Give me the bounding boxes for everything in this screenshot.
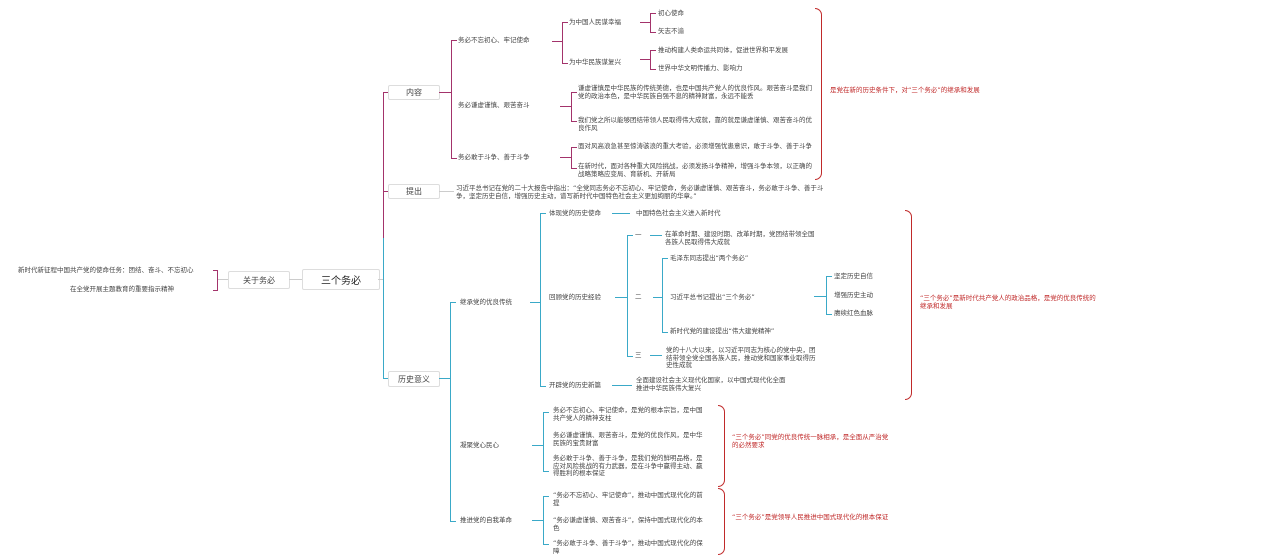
branch-origin[interactable]: 提出	[388, 184, 440, 199]
branch-content[interactable]: 内容	[388, 85, 440, 100]
significance-leaf: “务必谦虚谨慎、艰苦奋斗”，保持中国式现代化的本色	[553, 516, 703, 532]
significance-leaf: “务必敢于斗争、善于斗争”，推动中国式现代化的保障	[553, 539, 703, 555]
history-point: 三	[635, 351, 642, 359]
significance-sub[interactable]: 开辟党的历史新篇	[549, 381, 601, 389]
content-leaf: 面对风高浪急甚至惊涛骇浪的重大考验，必须增强忧患意识，敢于斗争、善于斗争	[578, 142, 812, 150]
branch-significance[interactable]: 历史意义	[388, 371, 440, 387]
left-note: 在全党开展主题教育的重要指示精神	[70, 285, 174, 293]
content-item[interactable]: 务必谦虚谨慎、艰苦奋斗	[458, 101, 530, 109]
significance-leaf: 务必不忘初心、牢记使命，是党的根本宗旨，是中国共产党人的精神支柱	[553, 406, 703, 422]
content-item[interactable]: 务必敢于斗争、善于斗争	[458, 153, 530, 161]
significance-leaf: 务必谦虚谨慎、艰苦奋斗，是党的优良作风，是中华民族的宝贵财富	[553, 431, 703, 447]
annotation-note: “三个务必”是党领导人民推进中国式现代化的根本保证	[732, 513, 889, 521]
content-leaf: 在新时代，面对各种重大风险挑战，必须发扬斗争精神，增强斗争本领，以正确的战略策略…	[578, 162, 812, 178]
significance-leaf: 新时代党的建设提出“伟大建党精神”	[670, 327, 775, 335]
root-node[interactable]: 三个务必	[302, 269, 380, 290]
content-leaf: 初心使命	[658, 9, 684, 17]
content-leaf: 推动构建人类命运共同体，促进世界和平发展	[658, 46, 788, 54]
significance-item[interactable]: 凝聚党心民心	[460, 441, 499, 449]
significance-leaf: “务必不忘初心、牢记使命”，推动中国式现代化的前提	[553, 491, 703, 507]
significance-leaf: 赓续红色血脉	[834, 309, 873, 317]
significance-leaf: 增强历史主动	[834, 291, 873, 299]
significance-item[interactable]: 继承党的优良传统	[460, 298, 512, 306]
significance-leaf: 在革命时期、建设时期、改革时期，党团结带领全国各族人民取得伟大成就	[665, 230, 815, 246]
significance-leaf: 中国特色社会主义进入新时代	[636, 209, 721, 217]
significance-sub[interactable]: 回顾党的历史经验	[549, 293, 601, 301]
content-leaf: 谦虚谨慎是中华民族的传统美德，也是中国共产党人的优良作风。艰苦奋斗是我们党的政治…	[578, 84, 812, 100]
content-leaf: 世界中华文明传播力、影响力	[658, 64, 743, 72]
content-item[interactable]: 务必不忘初心、牢记使命	[458, 36, 530, 44]
annotation-note: “三个务必”是新时代共产党人的政治品格，是党的优良传统的继承和发展	[920, 294, 1096, 310]
significance-leaf: 毛泽东同志提出“两个务必”	[670, 254, 749, 262]
significance-leaf: 坚定历史自信	[834, 272, 873, 280]
left-node[interactable]: 关于务必	[228, 271, 290, 289]
significance-leaf: 务必敢于斗争、善于斗争，是我们党的鲜明品格，是应对风险挑战的有力武器，是在斗争中…	[553, 454, 703, 477]
left-note: 新时代新征程中国共产党的使命任务：团结、奋斗、不忘初心	[18, 266, 194, 274]
significance-item[interactable]: 推进党的自我革命	[460, 516, 512, 524]
content-leaf: 我们党之所以能够团结带领人民取得伟大成就，靠的就是谦虚谨慎、艰苦奋斗的优良作风	[578, 116, 812, 132]
history-point: 一	[635, 231, 642, 239]
content-sub[interactable]: 为中华民族谋复兴	[569, 58, 621, 66]
significance-leaf: 全面建设社会主义现代化国家，以中国式现代化全面推进中华民族伟大复兴	[636, 376, 786, 392]
origin-text: 习近平总书记在党的二十大报告中指出：“全党同志务必不忘初心、牢记使命，务必谦虚谨…	[456, 184, 824, 200]
annotation-note: “三个务必”同党的优良传统一脉相承，是全面从严治党的必然要求	[732, 433, 889, 449]
significance-sub[interactable]: 体现党的历史使命	[549, 209, 601, 217]
content-leaf: 矢志不渝	[658, 27, 684, 35]
content-sub[interactable]: 为中国人民谋幸福	[569, 18, 621, 26]
significance-leaf: 党的十八大以来，以习近平同志为核心的党中央，团结带领全党全国各族人民，推动党和国…	[666, 346, 816, 369]
annotation-note: 是党在新的历史条件下，对“三个务必”的继承和发展	[830, 86, 980, 94]
history-point: 二	[635, 293, 642, 301]
significance-leaf[interactable]: 习近平总书记提出“三个务必”	[670, 293, 755, 301]
